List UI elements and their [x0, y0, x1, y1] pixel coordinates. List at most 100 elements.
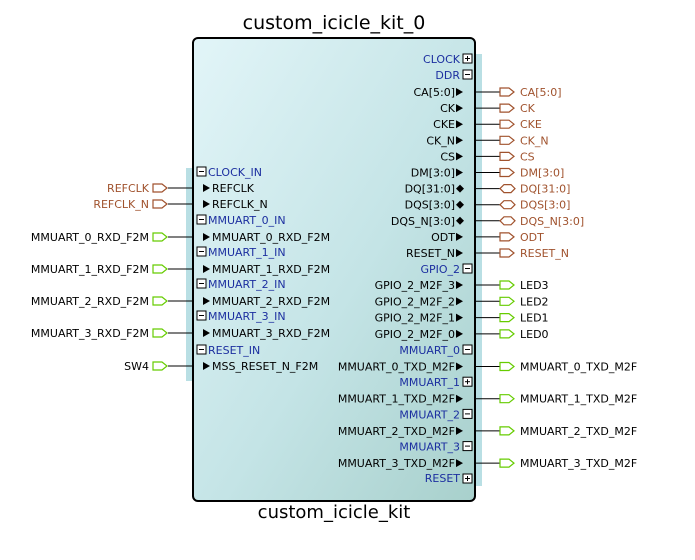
port-dm30[interactable] — [499, 167, 515, 178]
ext-label-refclk: REFCLK — [107, 182, 150, 195]
ext-label-dqs30: DQS[3:0] — [520, 199, 570, 212]
port-mmuart-1-rxd[interactable] — [152, 264, 168, 274]
port-sw4[interactable] — [152, 361, 168, 371]
group-label-mmuart-0: MMUART_0 — [399, 344, 460, 357]
ext-label-cke: CKE — [520, 118, 542, 131]
port-mmuart-3-txd[interactable] — [499, 458, 515, 468]
pin-arrow-mmuart-3-rxd — [203, 329, 210, 337]
pin-label-mmuart-3-rxd: MMUART_3_RXD_F2M — [212, 327, 330, 340]
pin-arrow-gpio_2_m2f_0 — [456, 329, 463, 338]
port-dq310[interactable] — [499, 184, 516, 194]
pin-arrow-ck — [456, 104, 463, 113]
ext-label-sw4: SW4 — [124, 360, 149, 373]
ext-label-mmuart-2-txd: MMUART_2_TXD_M2F — [520, 425, 637, 438]
pin-arrow-mmuart-1-txd — [456, 394, 463, 403]
ext-label-odt: ODT — [520, 231, 544, 244]
pin-label-cke: CKE — [433, 118, 455, 131]
ext-label-ca50: CA[5:0] — [520, 86, 562, 99]
port-led2[interactable] — [499, 296, 515, 306]
pin-arrow-cs — [456, 152, 463, 161]
ext-label-mmuart-1-txd: MMUART_1_TXD_M2F — [520, 393, 637, 406]
pin-arrow-cke — [456, 120, 463, 129]
ext-label-mmuart-3-txd: MMUART_3_TXD_M2F — [520, 457, 637, 470]
pin-arrow-mmuart-1-rxd — [203, 265, 210, 273]
port-mmuart-2-rxd[interactable] — [152, 296, 168, 306]
port-refclk[interactable] — [152, 183, 168, 193]
group-label-ddr: DDR — [435, 69, 460, 82]
pin-arrow-dm30 — [456, 168, 463, 177]
pin-arrow-ca50 — [456, 88, 463, 96]
group-label-mmuart-0-in: MMUART_0_IN — [208, 214, 286, 227]
port-dqs_n30[interactable] — [499, 216, 516, 226]
port-mmuart-2-txd[interactable] — [499, 426, 515, 436]
pin-arrow-refclk — [203, 184, 210, 192]
pin-label-dm30: DM[3:0] — [411, 167, 455, 180]
pin-inout-dqs30 — [456, 200, 464, 209]
port-reset_n[interactable] — [499, 248, 515, 258]
port-led1[interactable] — [499, 313, 515, 323]
left-pin-strip — [186, 168, 194, 381]
component-name: custom_icicle_kit — [258, 502, 411, 523]
group-label-clock: CLOCK — [423, 53, 461, 66]
pin-label-gpio_2_m2f_2: GPIO_2_M2F_2 — [375, 295, 455, 308]
pin-arrow-mmuart-3-txd — [456, 459, 463, 468]
pin-label-mmuart-1-rxd: MMUART_1_RXD_F2M — [212, 263, 330, 276]
port-ck[interactable] — [499, 103, 515, 113]
ext-label-led2: LED2 — [520, 295, 549, 308]
ext-label-mmuart-0-txd: MMUART_0_TXD_M2F — [520, 361, 637, 374]
ext-label-mmuart-1-rxd: MMUART_1_RXD_F2M — [31, 263, 149, 276]
ext-label-cs: CS — [520, 150, 535, 163]
group-label-clock-in: CLOCK_IN — [208, 166, 262, 179]
group-label-mmuart-3: MMUART_3 — [399, 441, 460, 454]
instance-name: custom_icicle_kit_0 — [243, 12, 426, 34]
port-cke[interactable] — [499, 119, 515, 129]
pin-label-gpio_2_m2f_1: GPIO_2_M2F_1 — [375, 312, 455, 325]
port-led0[interactable] — [499, 329, 515, 339]
port-cs[interactable] — [499, 151, 515, 161]
group-label-mmuart-2-in: MMUART_2_IN — [208, 278, 286, 291]
group-label-mmuart-1-in: MMUART_1_IN — [208, 246, 286, 259]
pin-label-mmuart-3-txd: MMUART_3_TXD_M2F — [338, 457, 455, 470]
port-mmuart-1-txd[interactable] — [499, 394, 515, 404]
pin-arrow-odt — [456, 232, 463, 241]
port-dqs30[interactable] — [499, 200, 516, 210]
pin-label-ck_n: CK_N — [426, 134, 455, 147]
group-label-reset-in: RESET_IN — [208, 344, 260, 357]
pin-arrow-mmuart-2-rxd — [203, 297, 210, 305]
ext-label-reset_n: RESET_N — [520, 247, 569, 260]
pin-label-gpio_2_m2f_3: GPIO_2_M2F_3 — [375, 279, 455, 292]
pin-label-reset_n: RESET_N — [406, 247, 455, 260]
pin-inout-dqs_n30 — [456, 216, 464, 225]
port-mmuart-0-txd[interactable] — [499, 361, 515, 372]
pin-label-dq310: DQ[31:0] — [405, 183, 455, 196]
group-label-gpio-2: GPIO_2 — [420, 263, 460, 276]
pin-label-dqs30: DQS[3:0] — [405, 199, 455, 212]
pin-label-refclk: REFCLK — [212, 182, 255, 195]
pin-label-gpio_2_m2f_0: GPIO_2_M2F_0 — [375, 328, 455, 341]
pin-arrow-gpio_2_m2f_1 — [456, 313, 463, 322]
port-ca50[interactable] — [499, 87, 515, 97]
pin-label-mmuart-1-txd: MMUART_1_TXD_M2F — [338, 393, 455, 406]
port-ck_n[interactable] — [499, 135, 515, 145]
pin-arrow-mss-reset — [203, 362, 210, 370]
port-mmuart-3-rxd[interactable] — [152, 328, 168, 338]
port-odt[interactable] — [499, 232, 515, 242]
group-label-mmuart-1: MMUART_1 — [399, 376, 460, 389]
pin-label-ck: CK — [440, 102, 456, 115]
port-refclk_n[interactable] — [152, 199, 168, 209]
ext-label-mmuart-0-rxd: MMUART_0_RXD_F2M — [31, 231, 149, 244]
ext-label-refclk_n: REFCLK_N — [93, 198, 149, 211]
pin-inout-dq310 — [456, 184, 464, 193]
ext-label-led0: LED0 — [520, 328, 549, 341]
ext-label-led3: LED3 — [520, 279, 549, 292]
pin-arrow-mmuart-0-rxd — [203, 233, 210, 241]
pin-label-mmuart-0-rxd: MMUART_0_RXD_F2M — [212, 231, 330, 244]
pin-label-dqs_n30: DQS_N[3:0] — [391, 215, 455, 228]
port-mmuart-0-rxd[interactable] — [152, 232, 168, 242]
port-led3[interactable] — [499, 280, 515, 290]
ext-label-dq310: DQ[31:0] — [520, 183, 570, 196]
pin-label-mmuart-2-txd: MMUART_2_TXD_M2F — [338, 425, 455, 438]
right-pin-strip — [474, 54, 482, 486]
pin-label-mmuart-0-txd: MMUART_0_TXD_M2F — [338, 361, 455, 374]
